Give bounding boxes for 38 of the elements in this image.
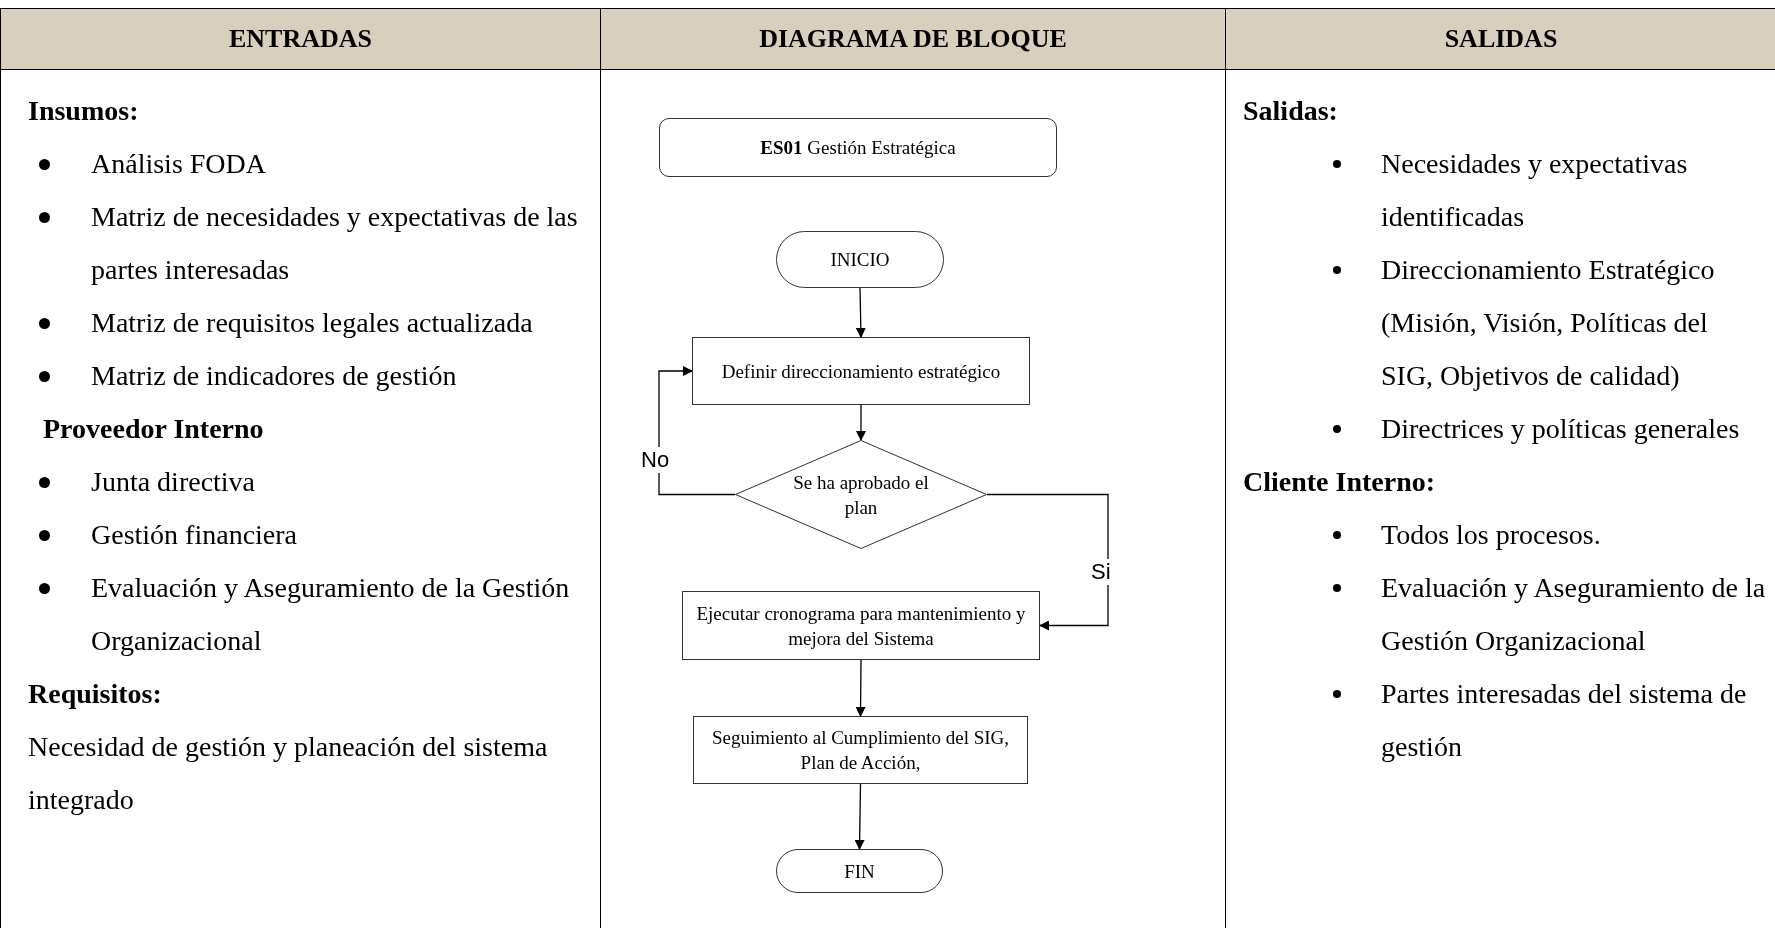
list-item: Análisis FODA <box>37 137 580 190</box>
section-heading: Requisitos: <box>28 677 163 711</box>
arrow <box>658 366 736 496</box>
arrow <box>986 493 1109 631</box>
title-box: ES01 Gestión Estratégica <box>659 118 1057 177</box>
terminal-shape: FIN <box>776 849 943 893</box>
list-item: Gestión financiera <box>37 508 580 561</box>
section-heading: Proveedor Interno <box>43 412 265 446</box>
paragraph: Necesidad de gestión y planeación del sistema integrado <box>28 730 549 817</box>
arrow <box>856 404 866 441</box>
list-item: Evaluación y Aseguramiento de la Gestión Organizacional <box>1321 561 1766 667</box>
list-item: Matriz de requisitos legales actualizada <box>37 296 580 349</box>
list-item: Matriz de necesidades y expectativas de las partes interesadas <box>37 190 580 296</box>
edge-label: Si <box>1091 559 1111 585</box>
arrow <box>855 287 866 338</box>
section-heading: Salidas: <box>1243 94 1339 128</box>
list-item: Evaluación y Aseguramiento de la Gestión Organizacional <box>37 561 580 667</box>
list-item: Direccionamiento Estratégico (Misión, Visión, Políticas del SIG, Objetivos de calidad) <box>1321 243 1766 402</box>
list-item: Partes interesadas del sistema de gestión <box>1321 667 1766 773</box>
section-heading: Insumos: <box>28 94 140 128</box>
section-heading: Cliente Interno: <box>1243 465 1437 499</box>
arrow <box>854 783 865 850</box>
decision-diamond: Se ha aprobado el plan <box>735 440 987 549</box>
edge-label: No <box>641 447 670 473</box>
column-header: SALIDAS <box>1226 9 1775 70</box>
column-header: DIAGRAMA DE BLOQUE <box>601 9 1225 70</box>
list-item: Directrices y políticas generales <box>1321 402 1766 455</box>
table-column <box>0 8 601 928</box>
process-box: Ejecutar cronograma para mantenimiento y mejora del Sistema <box>682 591 1040 660</box>
process-box: Seguimiento al Cumplimiento del SIG, Plan de Acción, <box>693 716 1028 784</box>
list-item: Todos los procesos. <box>1321 508 1766 561</box>
arrow <box>855 659 866 717</box>
column-header: ENTRADAS <box>1 9 600 70</box>
list-item: Necesidades y expectativas identificadas <box>1321 137 1766 243</box>
terminal-shape: INICIO <box>776 231 944 288</box>
list-item: Matriz de indicadores de gestión <box>37 349 580 402</box>
process-box: Definir direccionamiento estratégico <box>692 337 1030 405</box>
list-item: Junta directiva <box>37 455 580 508</box>
